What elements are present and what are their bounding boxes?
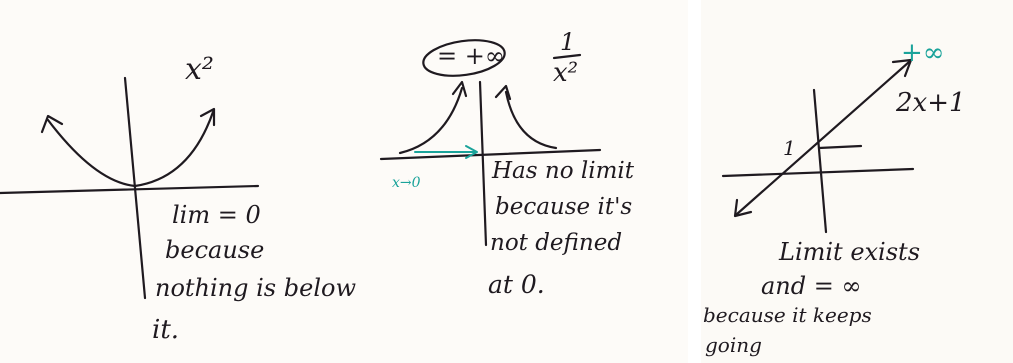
p2-approach-label: x→0 xyxy=(392,176,421,190)
p1-note-line-3: nothing is below xyxy=(155,276,356,300)
left-branch xyxy=(400,88,462,153)
p1-x-axis xyxy=(0,186,258,193)
p3-note-line-3: because it keeps xyxy=(703,305,872,325)
p1-note-line-4: it. xyxy=(152,317,179,343)
p1-y-axis xyxy=(125,78,145,298)
p2-fraction-denominator: x² xyxy=(553,60,578,86)
p2-fraction-numerator: 1 xyxy=(560,30,575,54)
p3-intercept-label: 1 xyxy=(783,138,796,158)
p3-note-line-4: going xyxy=(705,335,762,355)
p2-y-axis xyxy=(480,82,486,245)
intercept-tick xyxy=(819,146,861,148)
linear-graph xyxy=(723,60,913,232)
p1-note-line-1: lim = 0 xyxy=(172,203,261,227)
p2-note-line-4: at 0. xyxy=(488,272,545,297)
p2-limit-label: = +∞ xyxy=(437,44,505,68)
p3-limit-label: +∞ xyxy=(901,40,944,66)
right-branch xyxy=(506,92,556,148)
p2-note-line-2: because it's xyxy=(495,196,632,219)
p2-note-line-1: Has no limit xyxy=(492,160,634,183)
p3-x-axis xyxy=(723,169,913,176)
p2-note-line-3: not defined xyxy=(490,232,622,255)
p3-note-line-2: and = ∞ xyxy=(761,274,862,298)
p3-function-label: 2x+1 xyxy=(896,90,966,116)
p1-function-label: x² xyxy=(185,55,214,85)
right-sheet: +∞ 2x+1 1 Limit exists and = ∞ because i… xyxy=(701,0,1013,363)
p3-y-axis xyxy=(814,90,826,232)
p1-note-line-2: because xyxy=(165,238,264,262)
parabola-graph xyxy=(0,78,258,298)
left-sheet: x² lim = 0 because nothing is below it. … xyxy=(0,0,688,363)
p3-note-line-1: Limit exists xyxy=(779,240,920,264)
